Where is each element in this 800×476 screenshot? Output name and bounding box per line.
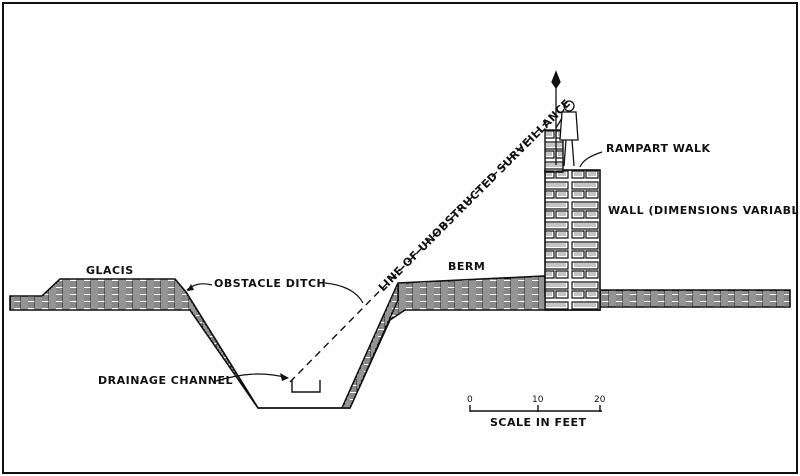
drainage-channel bbox=[291, 380, 321, 393]
scale-tick-10: 10 bbox=[532, 395, 544, 405]
scale-bar: 0 10 20 SCALE IN FEET bbox=[467, 395, 606, 429]
arrow-head-ditch bbox=[187, 284, 194, 291]
obstacle-ditch bbox=[185, 282, 399, 409]
label-drainage-channel: DRAINAGE CHANNEL bbox=[98, 374, 233, 387]
label-glacis: GLACIS bbox=[86, 264, 134, 277]
label-obstacle-ditch: OBSTACLE DITCH bbox=[214, 277, 326, 290]
earthwork-profile bbox=[9, 275, 791, 409]
label-rampart-walk: RAMPART WALK bbox=[606, 142, 711, 155]
scale-caption: SCALE IN FEET bbox=[490, 416, 587, 429]
scale-tick-20: 20 bbox=[594, 395, 606, 405]
wall-parapet bbox=[544, 129, 564, 173]
stone-wall bbox=[544, 169, 601, 311]
line-of-sight bbox=[289, 117, 551, 383]
label-wall: WALL (DIMENSIONS VARIABLE bbox=[608, 204, 800, 217]
arrow-head-drainage bbox=[280, 373, 289, 381]
scale-tick-0: 0 bbox=[467, 395, 473, 405]
label-berm: BERM bbox=[448, 260, 485, 273]
sentry-figure bbox=[551, 70, 579, 167]
